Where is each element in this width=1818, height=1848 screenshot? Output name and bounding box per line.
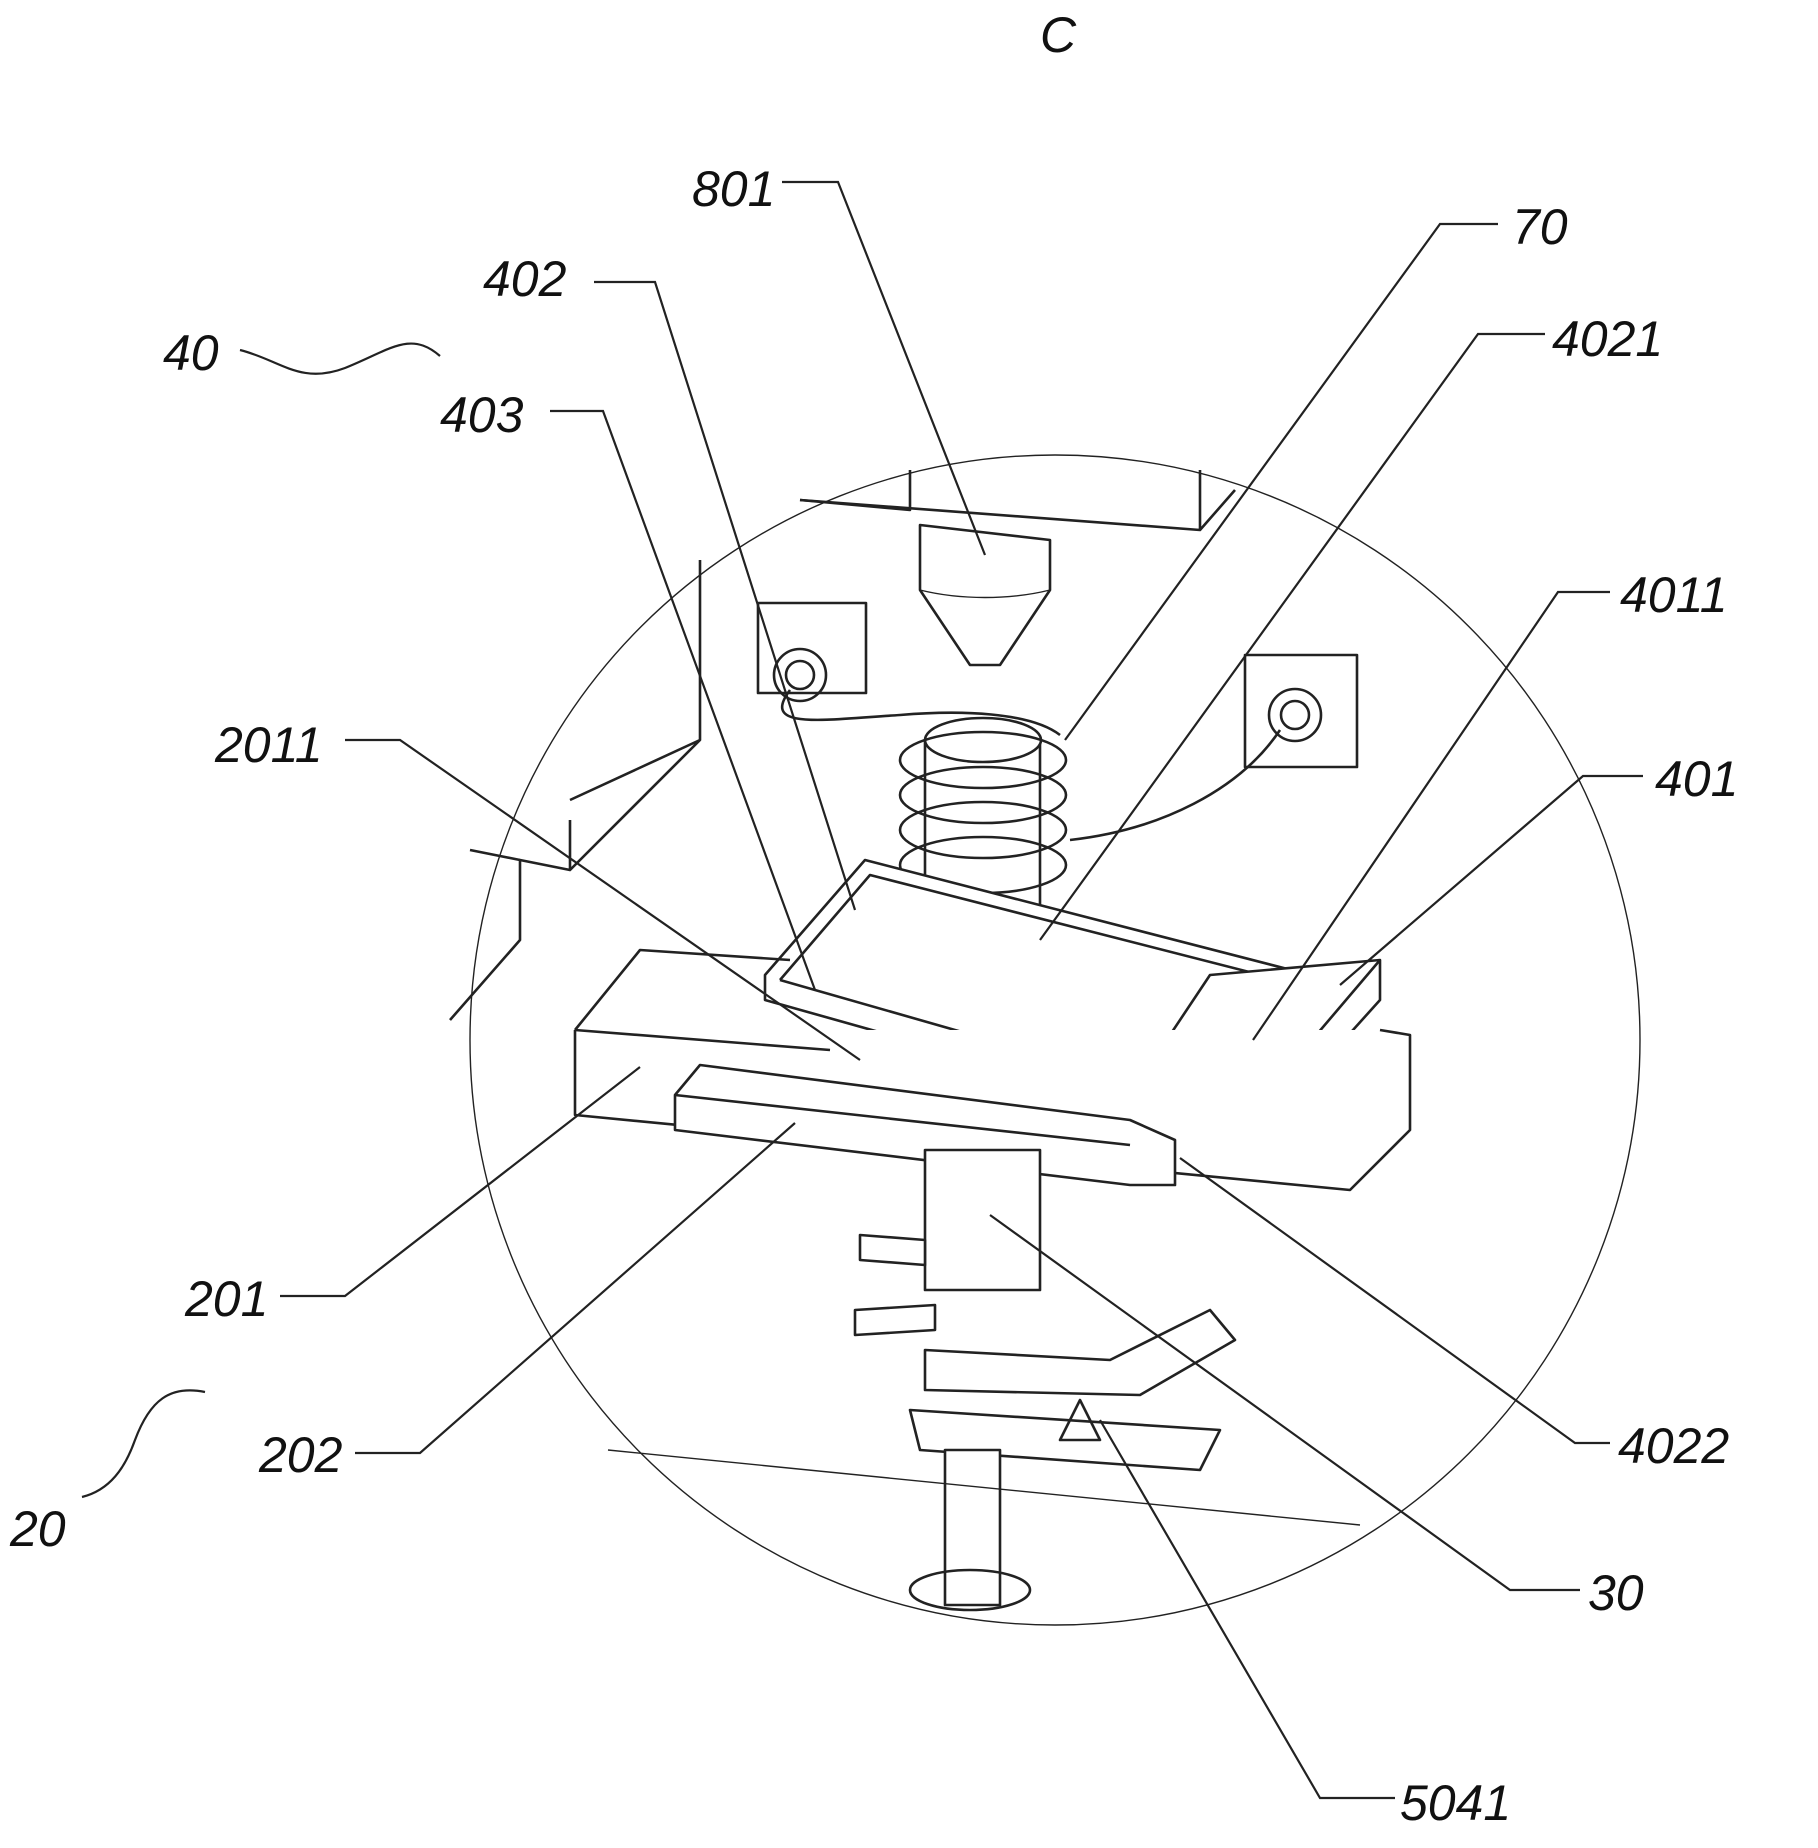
left-frame [449,560,702,1021]
label-4022: 4022 [1618,1418,1729,1474]
arm-202 [673,1063,1177,1187]
floor-hole [908,1568,1032,1612]
leader-5041 [1099,1419,1395,1800]
left-bracket [756,601,868,695]
label-30: 30 [1588,1565,1644,1621]
column-30 [923,1148,1042,1292]
label-401: 401 [1655,751,1738,807]
label-202: 202 [258,1427,343,1483]
squiggle-20 [81,1389,206,1499]
leader-202 [355,1122,796,1455]
view-label: C [1040,7,1077,63]
pin-lower [853,1303,937,1337]
leader-30 [989,1214,1580,1592]
post [943,1448,1002,1607]
leader-70 [1064,222,1498,741]
label-2011: 2011 [214,717,323,773]
leader-lines [81,180,1643,1800]
wire-left [781,689,1061,737]
reference-numerals: 801 70 402 4021 40 403 4011 2011 401 201… [9,161,1738,1831]
nozzle-801 [918,523,1052,667]
leader-801 [782,180,987,556]
label-403: 403 [440,387,524,443]
detail-circle [469,454,1641,1626]
label-70: 70 [1512,199,1568,255]
leader-403 [550,409,817,991]
leader-4022 [1179,1157,1610,1445]
leader-4021 [1039,332,1545,941]
coil-70 [898,730,1068,895]
leader-4011 [1252,590,1610,1041]
leader-402 [594,280,857,911]
machine-parts [449,470,1412,1612]
right-bracket [1243,653,1359,769]
wire-right [1069,729,1282,842]
label-201: 201 [184,1271,268,1327]
label-801: 801 [692,161,775,217]
clamp-5041 [923,1308,1237,1397]
label-402: 402 [483,251,567,307]
leader-201 [280,1066,641,1298]
pin-upper [858,1233,927,1267]
label-4011: 4011 [1620,567,1728,623]
leader-2011 [345,738,861,1061]
upper-housing [799,470,1236,532]
label-4021: 4021 [1552,311,1663,367]
label-5041: 5041 [1400,1775,1511,1831]
label-40: 40 [163,325,219,381]
leader-401 [1339,774,1643,986]
squiggle-40 [239,342,441,375]
floor-line [607,1449,1361,1526]
label-20: 20 [9,1501,66,1557]
